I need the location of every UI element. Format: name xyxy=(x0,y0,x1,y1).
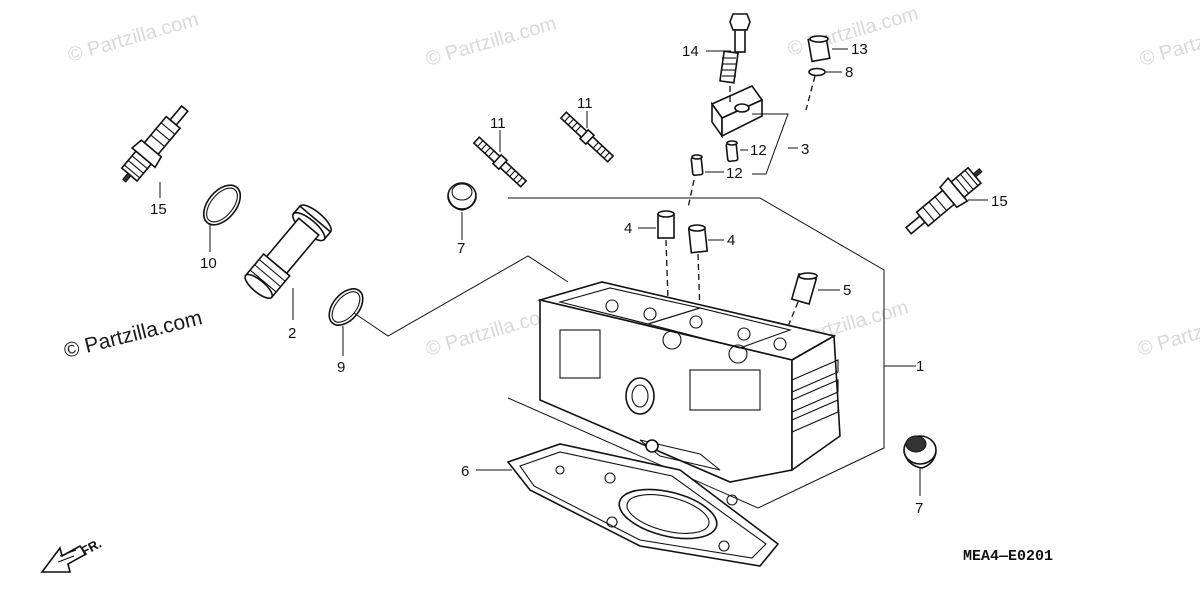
callout-14: 14 xyxy=(682,43,699,60)
o-ring-9 xyxy=(328,288,364,326)
callout-4: 4 xyxy=(624,220,632,237)
callout-11: 11 xyxy=(490,115,506,132)
front-direction-arrow: FR. xyxy=(40,536,104,573)
watermark-text: © Partzilla.com xyxy=(65,9,201,67)
dowel-pin-12a xyxy=(725,140,739,163)
callout-15: 15 xyxy=(991,193,1008,210)
watermark-text: © Partzilla.com xyxy=(423,303,559,361)
assembly-line xyxy=(353,255,569,337)
stud-bolt-11a xyxy=(472,136,528,188)
watermark-text: © Partzilla.com xyxy=(1137,13,1200,71)
callout-6: 6 xyxy=(461,463,469,480)
watermark-text: © Partzilla.com xyxy=(1135,303,1200,361)
assembly-boundary xyxy=(507,197,885,509)
callout-9: 9 xyxy=(337,359,345,376)
callout-1: 1 xyxy=(916,358,924,375)
stud-bolt-11b xyxy=(559,111,615,163)
dowel-pin-4a xyxy=(657,210,675,239)
cam-holder-3 xyxy=(710,85,764,139)
spark-plug-left xyxy=(120,104,189,183)
callout-8: 8 xyxy=(845,64,853,81)
o-ring-10 xyxy=(202,184,242,226)
callout-2: 2 xyxy=(288,325,296,342)
callout-12: 12 xyxy=(750,142,767,159)
callout-10: 10 xyxy=(200,255,217,272)
callout-5: 5 xyxy=(843,282,851,299)
head-gasket-6 xyxy=(506,443,780,567)
callout-3: 3 xyxy=(801,141,809,158)
bolt-14 xyxy=(719,13,751,84)
dowel-pin-5 xyxy=(790,272,818,305)
callout-7: 7 xyxy=(915,500,923,517)
callout-12: 12 xyxy=(726,165,743,182)
watermark-text: © Partzilla.com xyxy=(423,13,559,71)
clip-8 xyxy=(808,67,826,77)
partzilla-watermark: © Partzilla.com xyxy=(62,306,205,363)
collar-13 xyxy=(807,35,831,63)
dowel-pin-4b xyxy=(687,224,709,254)
callout-7: 7 xyxy=(457,240,465,257)
diagram-code: MEA4—E0201 xyxy=(963,548,1053,565)
callout-labels: 1 2 3 4 4 5 6 7 7 8 9 10 11 11 12 12 13 … xyxy=(150,41,1008,517)
callout-13: 13 xyxy=(851,41,868,58)
callout-15: 15 xyxy=(150,201,167,218)
spark-plug-right xyxy=(904,166,983,235)
callout-11: 11 xyxy=(577,95,593,112)
dowel-pin-12b xyxy=(690,154,704,177)
callout-4: 4 xyxy=(727,232,735,249)
spark-plug-tube xyxy=(244,204,332,300)
sealing-plug-7b xyxy=(903,435,937,469)
cylinder-head xyxy=(536,281,841,483)
sealing-plug-7a xyxy=(447,182,477,211)
